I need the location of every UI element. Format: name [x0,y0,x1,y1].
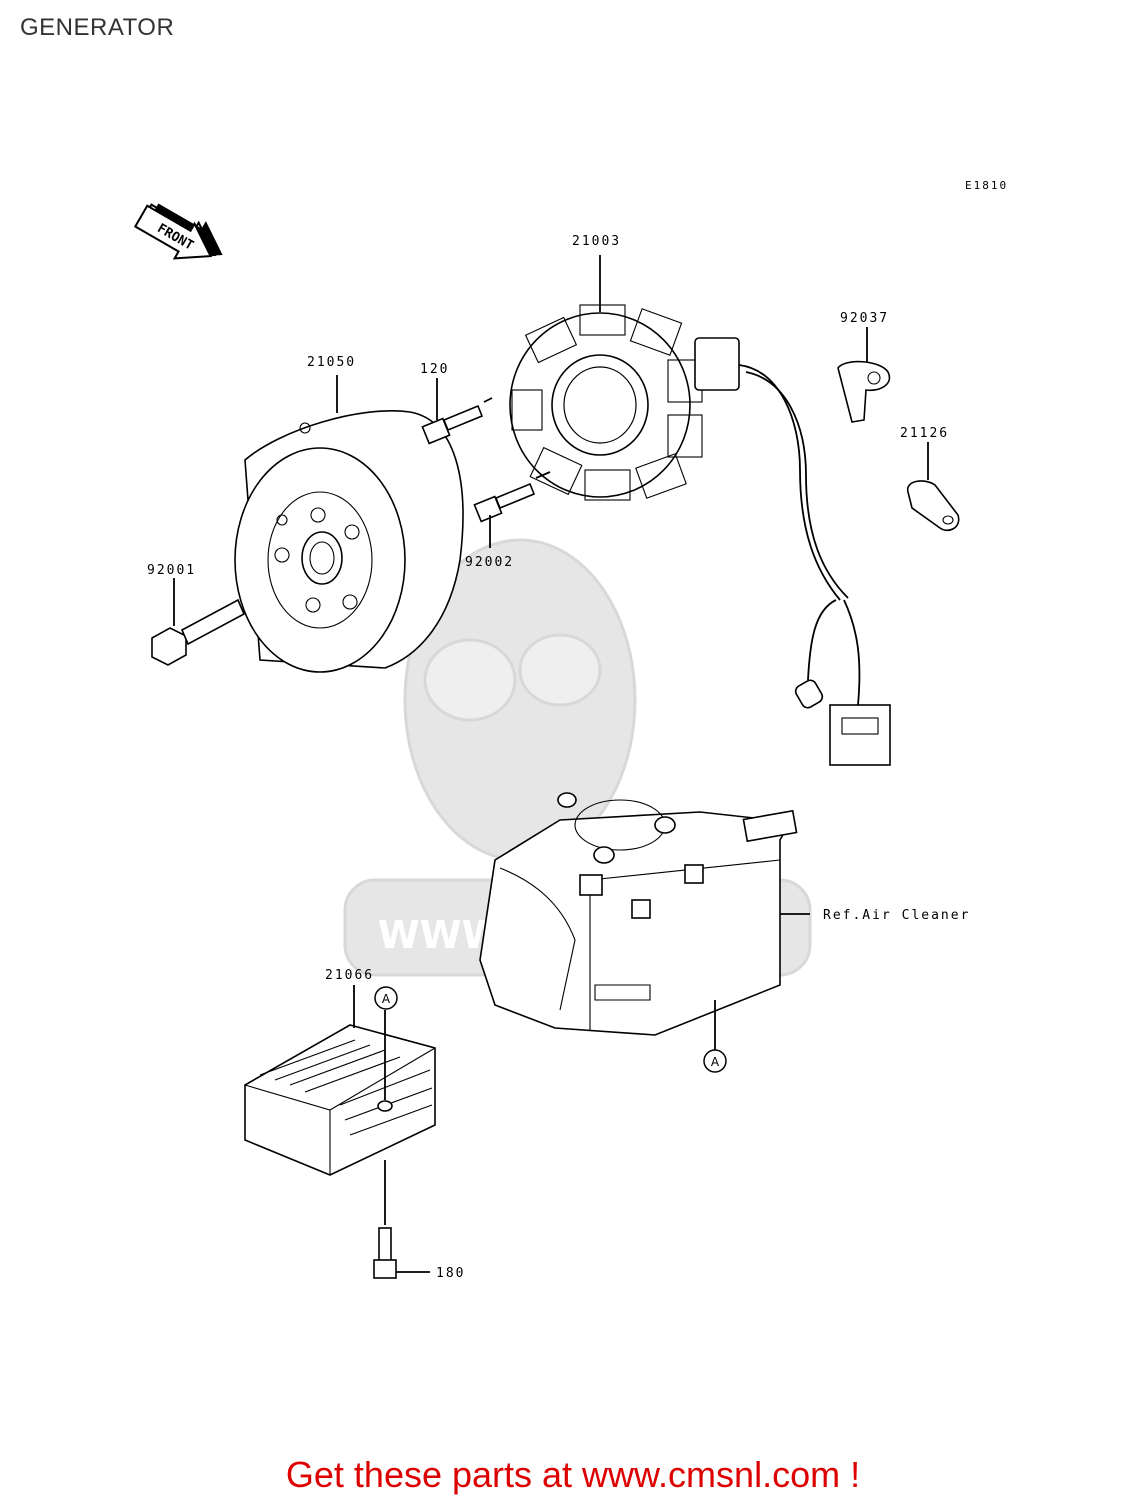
page-title: GENERATOR [20,14,175,41]
stator [509,255,891,766]
bolt-120 [421,378,493,445]
label-21050: 21050 [307,355,356,370]
label-120: 120 [420,362,449,377]
bolt-180 [373,1227,430,1279]
ref-air-cleaner-label: Ref.Air Cleaner [823,908,970,923]
bolt-92002 [473,471,551,548]
footer-link[interactable]: Get these parts at www.cmsnl.com ! [285,1454,861,1495]
label-92001: 92001 [147,563,196,578]
label-21003: 21003 [572,234,621,249]
label-180: 180 [436,1266,465,1281]
marker-a-housing: A [703,1049,727,1073]
marker-a-housing-text: A [711,1055,720,1069]
label-21126: 21126 [900,426,949,441]
marker-a-regulator-text: A [382,992,391,1006]
label-92037: 92037 [840,311,889,326]
label-21066: 21066 [325,968,374,983]
rotor-flywheel [234,375,464,673]
regulator [244,985,436,1225]
air-cleaner-housing [479,792,810,1050]
front-arrow-icon: FRONT [133,203,223,260]
bolt-92001 [151,578,246,666]
clamp-92037 [837,327,891,423]
marker-a-regulator: A [374,986,398,1010]
diagram-code: E1810 [965,179,1008,192]
label-92002: 92002 [465,555,514,570]
clamp-21126 [907,442,960,532]
